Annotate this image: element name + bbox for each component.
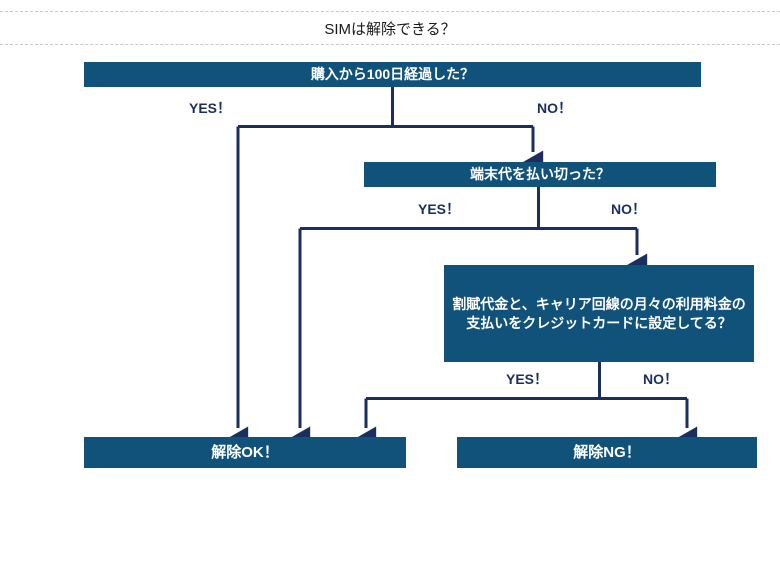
result-node-unlock-ok-label: 解除OK！ — [211, 443, 279, 461]
edge-label-q2-no: NO！ — [611, 201, 646, 217]
decision-node-credit-card-payment[interactable]: 割賦代金と、キャリア回線の月々の利用料金の支払いをクレジットカードに設定してる？ — [444, 265, 754, 362]
edge-label-q3-no: NO！ — [643, 371, 678, 387]
edge-label-q2-yes: YES！ — [418, 201, 461, 217]
title-divider-top — [0, 11, 780, 12]
decision-node-days-elapsed[interactable]: 購入から100日経過した？ — [84, 62, 701, 87]
decision-node-device-paid-off-label: 端末代を払い切った？ — [470, 166, 610, 183]
decision-node-credit-card-payment-label: 割賦代金と、キャリア回線の月々の利用料金の支払いをクレジットカードに設定してる？ — [452, 296, 746, 331]
edge-label-q1-no: NO！ — [537, 100, 572, 116]
result-node-unlock-ok[interactable]: 解除OK！ — [84, 437, 406, 468]
title-divider-bottom — [0, 44, 780, 45]
edge-label-q1-yes: YES！ — [189, 100, 232, 116]
page-title: SIMは解除できる？ — [324, 21, 456, 38]
result-node-unlock-ng[interactable]: 解除NG！ — [457, 437, 757, 468]
result-node-unlock-ng-label: 解除NG！ — [573, 443, 641, 461]
edge-label-q3-yes: YES！ — [506, 371, 549, 387]
decision-node-days-elapsed-label: 購入から100日経過した？ — [310, 66, 475, 83]
decision-node-device-paid-off[interactable]: 端末代を払い切った？ — [364, 162, 716, 187]
